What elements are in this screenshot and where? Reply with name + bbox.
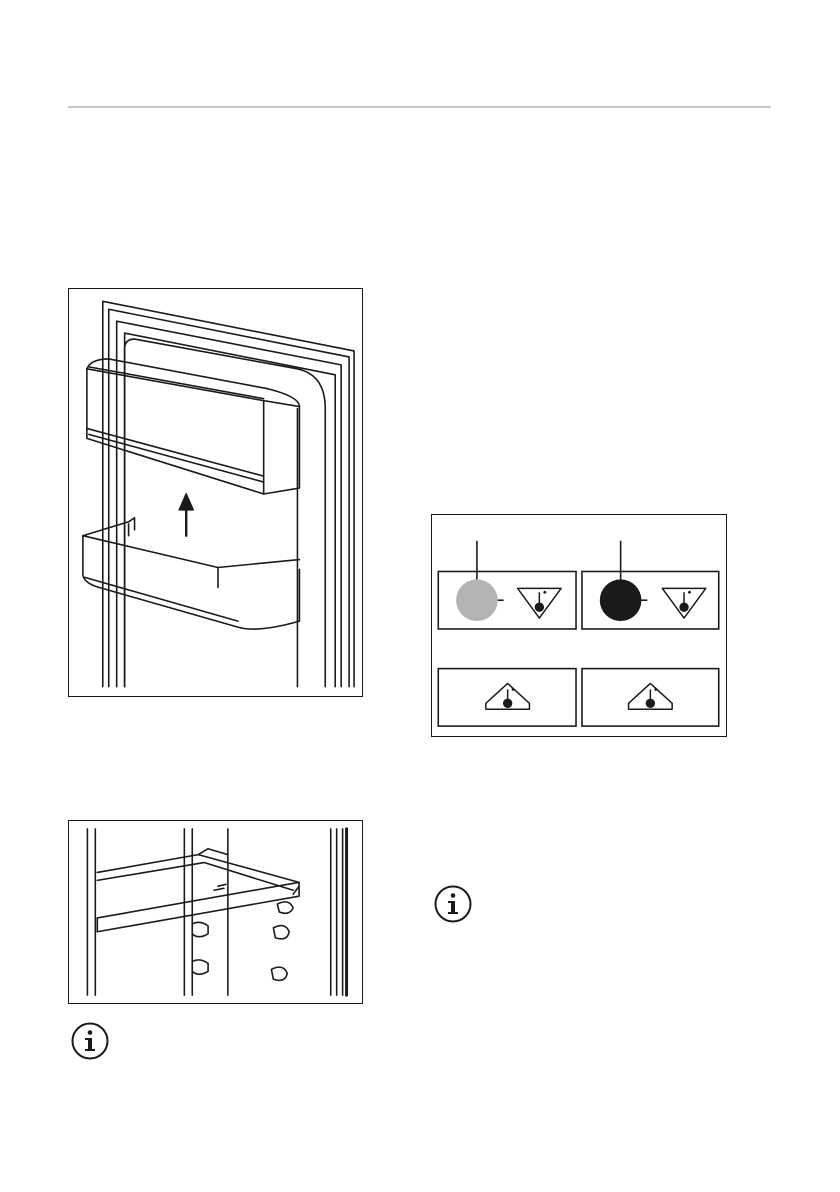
glass-shelf-illustration	[69, 821, 362, 1003]
info-icon	[433, 884, 473, 924]
info-icon	[70, 1021, 110, 1061]
thermometer-up-icon	[629, 683, 673, 709]
door-shelf-illustration	[69, 289, 362, 696]
thermometer-up-icon	[486, 683, 530, 709]
header-rule	[68, 106, 771, 108]
temperature-indicator-figure	[431, 514, 727, 737]
door-shelf-figure	[68, 288, 363, 697]
glass-shelf-figure	[68, 820, 363, 1004]
indicator-dot-grey	[456, 579, 498, 621]
temperature-indicator-illustration	[432, 515, 726, 736]
thermometer-down-icon	[518, 588, 562, 618]
indicator-dot-black	[600, 579, 642, 621]
thermometer-down-icon	[662, 588, 706, 618]
